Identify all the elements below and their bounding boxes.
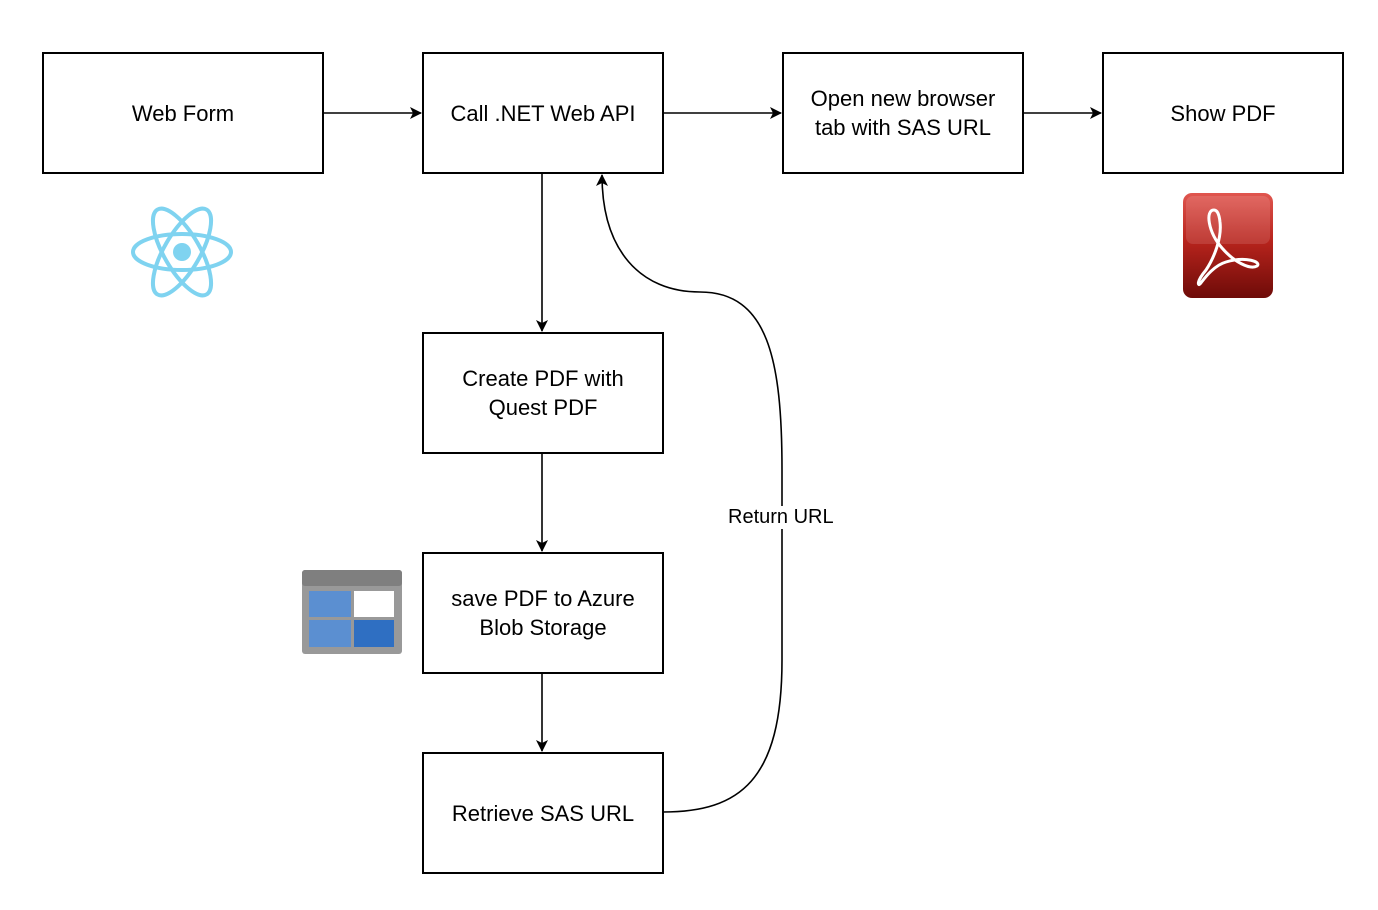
- edge-return-url-curve: [596, 174, 783, 813]
- node-open-browser-tab-label: Open new browser tab with SAS URL: [810, 86, 996, 140]
- node-web-form: Web Form: [42, 52, 324, 174]
- edge-label-return-url: Return URL: [726, 506, 836, 529]
- node-web-form-label: Web Form: [131, 100, 235, 126]
- react-logo-icon: [131, 206, 233, 298]
- adobe-pdf-icon: [1183, 193, 1273, 298]
- node-show-pdf: Show PDF: [1102, 52, 1344, 174]
- node-show-pdf-label: Show PDF: [1170, 100, 1276, 126]
- node-save-pdf-label: save PDF to Azure Blob Storage: [451, 586, 635, 640]
- node-create-pdf: Create PDF with Quest PDF: [422, 332, 664, 454]
- node-save-pdf: save PDF to Azure Blob Storage: [422, 552, 664, 674]
- azure-blob-storage-icon: [302, 570, 402, 654]
- node-create-pdf-label: Create PDF with Quest PDF: [462, 366, 624, 420]
- node-open-browser-tab: Open new browser tab with SAS URL: [782, 52, 1024, 174]
- node-call-api: Call .NET Web API: [422, 52, 664, 174]
- node-retrieve-sas-url-label: Retrieve SAS URL: [451, 800, 635, 826]
- node-call-api-label: Call .NET Web API: [450, 100, 636, 126]
- node-retrieve-sas-url: Retrieve SAS URL: [422, 752, 664, 874]
